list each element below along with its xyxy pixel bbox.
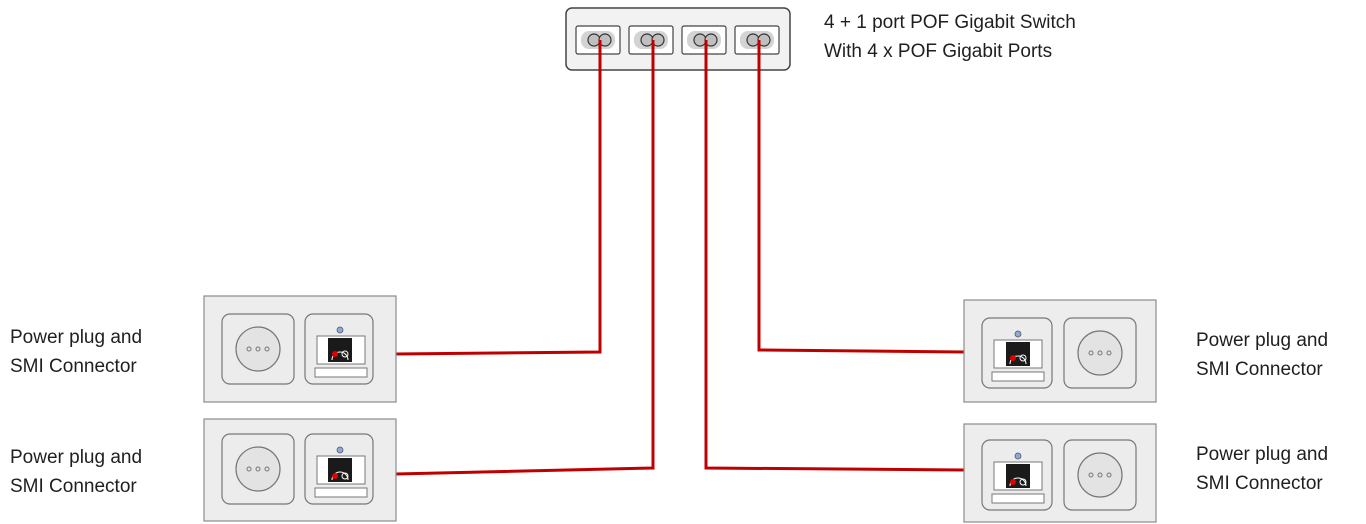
- status-led-icon: [336, 446, 344, 454]
- cable-2: [395, 40, 655, 476]
- cable-1: [395, 40, 602, 356]
- wall-outlet-1: [203, 295, 397, 403]
- power-socket-icon: [235, 446, 281, 492]
- power-socket-icon: [235, 326, 281, 372]
- status-led-icon: [1014, 452, 1022, 460]
- switch-body: [565, 7, 791, 71]
- switch-caption-line2: With 4 x POF Gigabit Ports: [824, 41, 1052, 62]
- wall-outlet-4: [963, 423, 1157, 523]
- smi-connector-icon: [1006, 342, 1030, 366]
- switch-port-4: [734, 25, 780, 55]
- smi-connector-icon: [328, 338, 352, 362]
- switch-port-1: [575, 25, 621, 55]
- switch-port-3: [681, 25, 727, 55]
- status-led-icon: [1014, 330, 1022, 338]
- outlet-1-label-line2: SMI Connector: [10, 356, 137, 377]
- smi-connector-icon: [328, 458, 352, 482]
- smi-connector-icon: [1006, 464, 1030, 488]
- outlet-4-label-line2: SMI Connector: [1196, 473, 1323, 494]
- outlet-3-label-line2: SMI Connector: [1196, 359, 1323, 380]
- outlet-3-label-line1: Power plug and: [1196, 330, 1328, 351]
- cable-4: [757, 40, 965, 354]
- switch-caption-line1: 4 + 1 port POF Gigabit Switch: [824, 12, 1076, 33]
- outlet-2-label-line1: Power plug and: [10, 447, 142, 468]
- pof-cables: [395, 40, 965, 476]
- power-socket-icon: [1077, 452, 1123, 498]
- outlet-4-label-line1: Power plug and: [1196, 444, 1328, 465]
- pof-switch: [565, 7, 791, 71]
- power-socket-icon: [1077, 330, 1123, 376]
- wall-outlet-3: [963, 299, 1157, 403]
- status-led-icon: [336, 326, 344, 334]
- outlet-2-label-line2: SMI Connector: [10, 476, 137, 497]
- cable-3: [704, 40, 965, 472]
- outlet-1-label-line1: Power plug and: [10, 327, 142, 348]
- switch-port-2: [628, 25, 674, 55]
- wall-outlet-2: [203, 418, 397, 522]
